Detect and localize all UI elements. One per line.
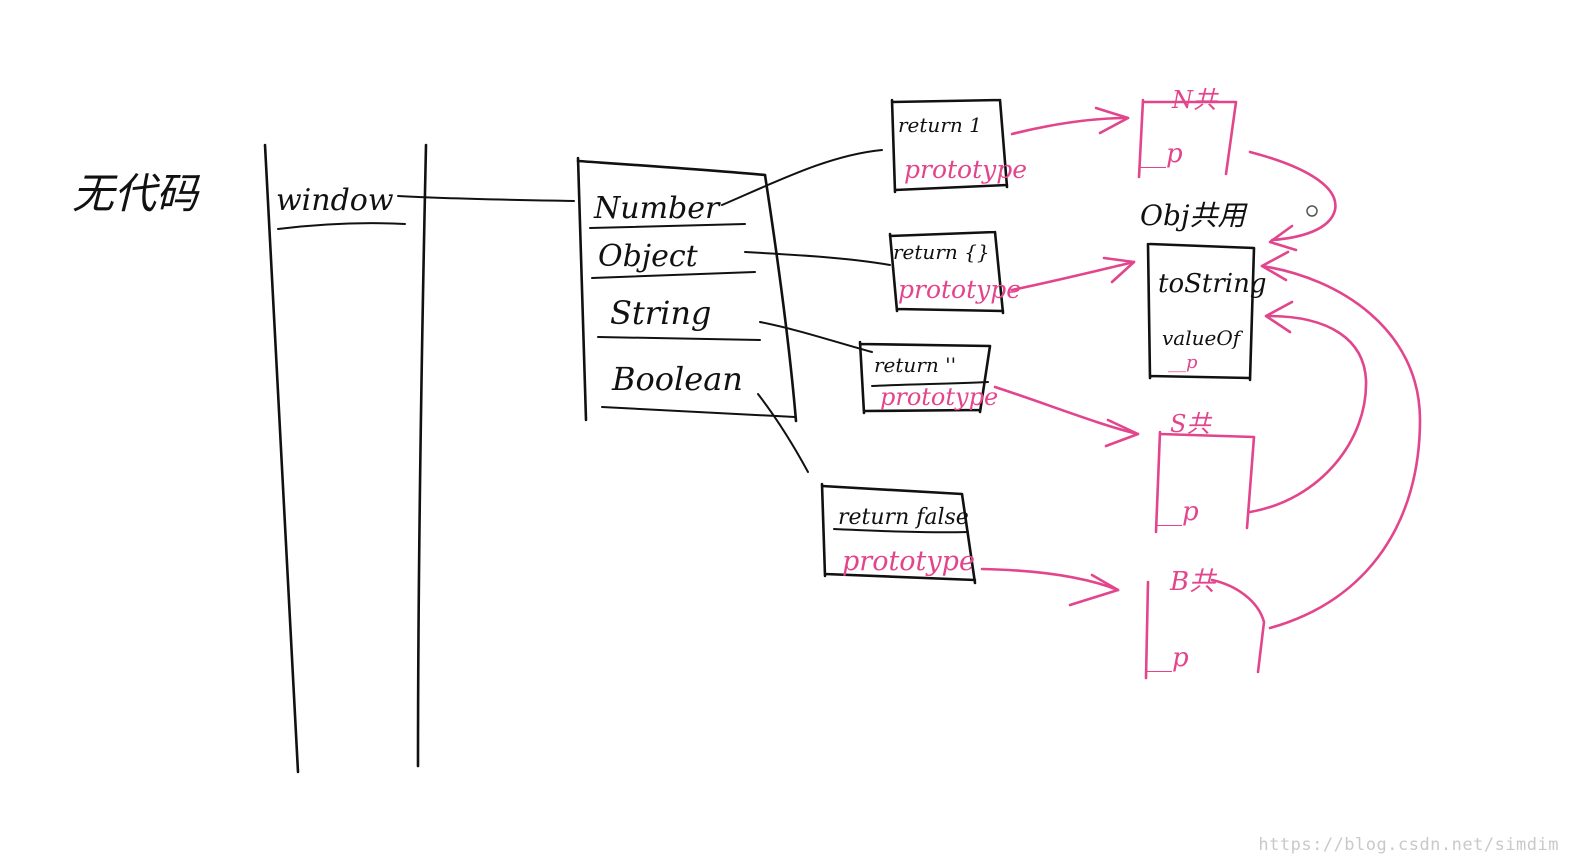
window-prop-number: Number <box>593 191 721 226</box>
constructor-string-divider <box>871 381 989 387</box>
arrow-boolean-proto-chain-head <box>1260 250 1290 282</box>
arrow-string-proto-chain <box>1248 314 1368 514</box>
arrow-object-prototype <box>1010 260 1136 292</box>
constructor-boolean-body: return false <box>838 505 969 530</box>
arrow-object-prototype-head <box>1102 256 1136 284</box>
constructor-string-frame <box>858 340 992 415</box>
prototype-object-title: Obj共用 <box>1140 199 1249 232</box>
window-object-divider-2 <box>591 271 756 279</box>
proto-chain-arrows <box>1248 150 1422 630</box>
prototype-object-frame <box>1146 242 1256 382</box>
prototype-number-proto-link: __p <box>1140 139 1183 169</box>
window-object-divider-4 <box>601 406 796 418</box>
window-label: window <box>276 183 394 218</box>
link-number-to-constructor <box>721 149 883 206</box>
cursor-marker <box>1306 205 1318 217</box>
arrow-string-prototype-head <box>1104 418 1140 448</box>
arrow-string-proto-chain-head <box>1264 300 1294 334</box>
prototype-object-proto-link: __p <box>1168 352 1198 373</box>
window-object-right-edge <box>763 173 798 423</box>
constructor-boolean-prototype: prototype <box>842 546 975 577</box>
window-column: window <box>263 143 428 774</box>
constructor-number: return 1 prototype <box>890 98 1027 194</box>
constructor-boolean-divider <box>833 528 969 534</box>
constructor-object: return {} prototype <box>888 230 1021 315</box>
prototype-boolean-title: B共 <box>1169 567 1218 597</box>
constructor-number-frame <box>890 98 1009 194</box>
constructor-boolean-frame <box>820 482 977 585</box>
prototype-string-frame <box>1154 430 1256 534</box>
prototype-object-member-valueof: valueOf <box>1162 326 1244 350</box>
prototype-number: N共 __p <box>1137 86 1238 179</box>
prototype-number-frame <box>1137 98 1238 179</box>
prototype-boolean: B共 __p <box>1144 567 1266 680</box>
prototype-object-member-tostring: toString <box>1158 269 1267 299</box>
window-object-divider-3 <box>597 336 761 341</box>
window-prop-object: Object <box>598 239 699 274</box>
arrow-number-proto-chain-head <box>1268 224 1298 252</box>
prototype-string-proto-link: __p <box>1156 497 1199 527</box>
window-object-divider-1 <box>589 223 746 229</box>
arrow-number-prototype <box>1010 116 1130 136</box>
constructor-string-body: return '' <box>874 353 956 377</box>
prototype-boolean-frame <box>1144 578 1266 680</box>
heading-label: 无代码 <box>72 169 201 218</box>
constructor-object-body: return {} <box>893 240 990 264</box>
arrow-number-prototype-head <box>1094 106 1130 135</box>
constructor-string: return '' prototype <box>858 340 998 415</box>
constructor-string-prototype: prototype <box>880 383 998 411</box>
constructor-number-prototype: prototype <box>904 155 1027 184</box>
constructor-object-frame <box>888 230 1005 315</box>
window-underline <box>277 222 406 230</box>
prototype-arrows <box>980 106 1140 607</box>
arrow-number-proto-chain <box>1248 150 1337 242</box>
window-prop-string: String <box>610 294 711 332</box>
arrow-boolean-proto-chain <box>1260 264 1422 630</box>
watermark-text: https://blog.csdn.net/simdim <box>1258 835 1559 855</box>
window-object-box: Number Object String Boolean <box>576 156 798 423</box>
link-object-to-constructor <box>744 251 891 266</box>
arrow-boolean-prototype <box>980 567 1120 592</box>
arrow-string-prototype <box>993 385 1140 436</box>
prototype-string: S共 __p <box>1154 410 1256 534</box>
constructor-object-prototype: prototype <box>898 275 1021 304</box>
prototype-number-title: N共 <box>1171 86 1219 114</box>
window-prop-boolean: Boolean <box>611 360 743 398</box>
constructor-number-body: return 1 <box>898 113 982 137</box>
constructor-boolean: return false prototype <box>820 482 977 585</box>
prototype-object: Obj共用 toString valueOf __p <box>1140 199 1318 382</box>
link-boolean-to-constructor <box>757 393 809 473</box>
prototype-boolean-proto-link: __p <box>1146 643 1189 673</box>
window-object-left-edge <box>576 156 588 422</box>
window-column-right-edge <box>416 143 428 768</box>
window-column-left-edge <box>263 143 300 774</box>
link-string-to-constructor <box>759 321 873 353</box>
window-to-object-link <box>397 195 575 202</box>
window-object-top-edge <box>576 159 767 177</box>
arrow-boolean-prototype-head <box>1068 573 1120 607</box>
